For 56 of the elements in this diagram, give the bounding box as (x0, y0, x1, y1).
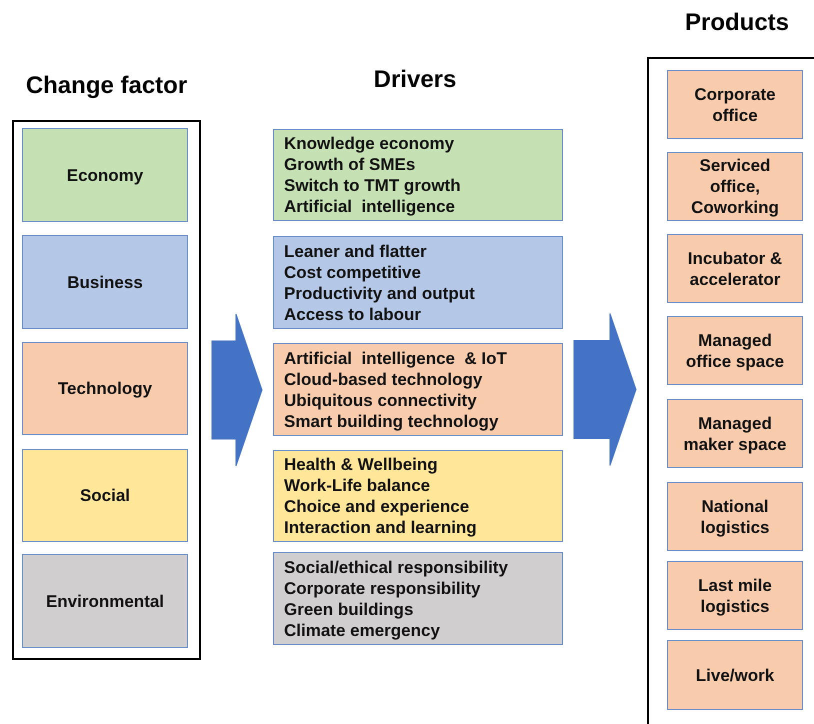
category-box (667, 234, 803, 303)
box-label: Live/work (696, 664, 774, 686)
driver-item: Cost competitive (284, 262, 421, 282)
category-box (667, 640, 803, 710)
driver-item: Choice and experience (284, 496, 470, 517)
driver-item: Health & Wellbeing (284, 454, 438, 475)
box-label: Incubator & accelerator (686, 248, 784, 290)
driver-box (273, 129, 563, 221)
box-label: Last mile logistics (697, 574, 773, 616)
category-box (667, 482, 803, 551)
driver-item: Corporate responsibility (284, 578, 480, 598)
driver-item: Smart building technology (284, 410, 498, 432)
box-label: Social (80, 485, 130, 506)
driver-box (273, 343, 563, 436)
box-label: Economy (66, 164, 144, 186)
driver-item: Growth of SMEs (284, 154, 416, 175)
category-box (667, 316, 803, 385)
box-label: Serviced office, Coworking (690, 155, 780, 218)
category-box (22, 128, 188, 222)
driver-item: Leaner and flatter (284, 240, 427, 262)
driver-box (273, 552, 563, 645)
category-box (667, 152, 803, 221)
box-label: Managed office space (684, 330, 786, 372)
category-box (22, 449, 188, 542)
driver-box (273, 450, 563, 542)
driver-item: Work-Life balance (284, 475, 430, 496)
driver-item: Ubiquitous connectivity (284, 390, 477, 410)
column-heading: Change factor (24, 72, 188, 100)
driver-item: Access to labour (284, 304, 421, 324)
box-label: Managed maker space (682, 412, 788, 454)
box-label: Environmental (46, 590, 164, 612)
driver-item: Switch to TMT growth (284, 175, 461, 196)
category-box (667, 399, 803, 468)
column-heading: Drivers (372, 66, 458, 94)
category-box (22, 554, 188, 648)
driver-item: Knowledge economy (284, 133, 454, 154)
driver-item: Cloud-based technology (284, 368, 482, 390)
column-heading: Products (684, 9, 790, 37)
category-box (22, 235, 188, 329)
category-box (667, 70, 803, 139)
box-label: Technology (58, 378, 152, 399)
driver-item: Productivity and output (284, 282, 475, 304)
box-label: Business (67, 272, 143, 292)
driver-box (273, 236, 563, 329)
driver-item: Green buildings (284, 598, 414, 620)
box-label: National logistics (700, 496, 770, 538)
box-label: Corporate office (693, 84, 777, 126)
driver-item: Interaction and learning (284, 517, 477, 538)
driver-item: Climate emergency (284, 620, 440, 640)
driver-item: Artificial intelligence (284, 196, 455, 217)
category-box (667, 561, 803, 630)
block-arrow (212, 314, 263, 466)
category-box (22, 342, 188, 435)
driver-item: Artificial intelligence & IoT (284, 348, 507, 368)
block-arrow (574, 313, 637, 466)
driver-item: Social/ethical responsibility (284, 556, 508, 578)
